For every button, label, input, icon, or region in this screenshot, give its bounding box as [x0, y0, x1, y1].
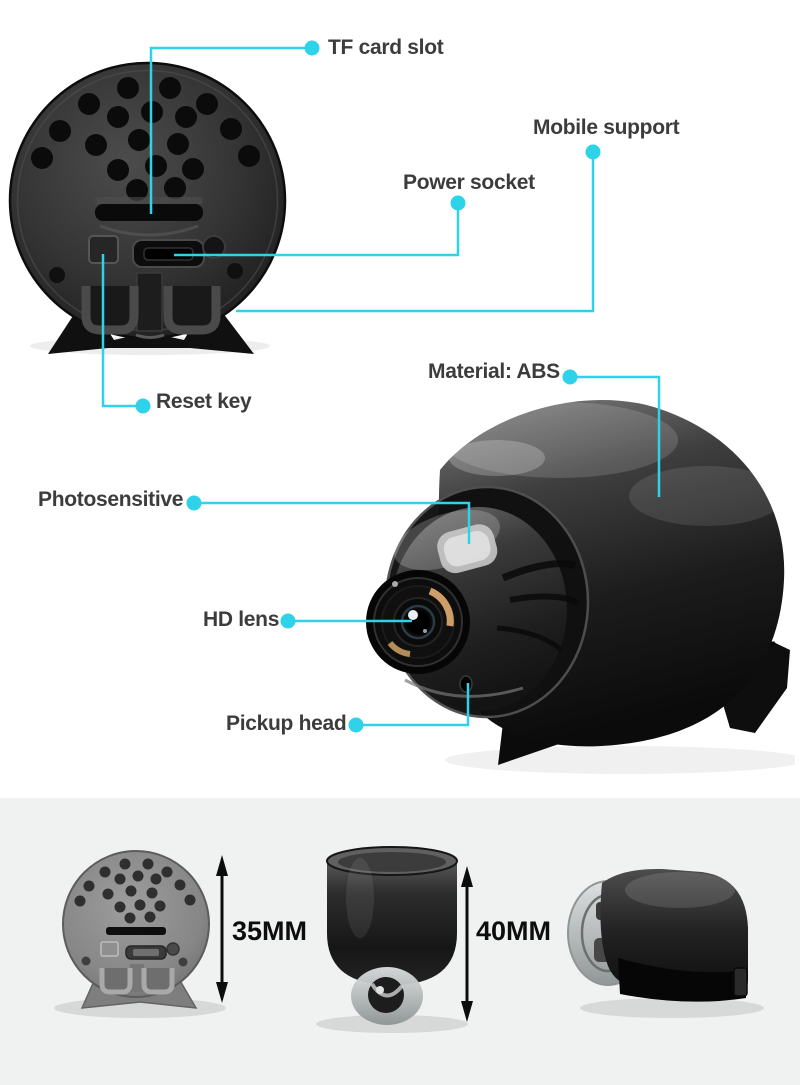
dimension-label-35mm: 35MM: [232, 916, 308, 946]
callout-label-photosensitive: Photosensitive: [38, 488, 184, 511]
dimension-label-40mm: 40MM: [476, 916, 552, 946]
callout-dot-icon: [304, 40, 320, 56]
shadow: [445, 746, 795, 774]
size-panel: [0, 798, 800, 1085]
size-view-side: [567, 868, 748, 1002]
round-port: [202, 235, 226, 259]
camera-back-view-photo: [8, 61, 287, 355]
screw-hole-right: [227, 263, 243, 279]
size-view-back: [62, 850, 210, 1009]
dimension-arrow-40mm: [461, 866, 473, 1022]
camera-main-photo: [366, 399, 795, 774]
callout-dot-icon: [450, 195, 466, 211]
callout-label-reset-key: Reset key: [156, 390, 252, 413]
callout-label-tf-card-slot: TF card slot: [328, 36, 444, 59]
callout-dot-icon: [562, 369, 578, 385]
callout-label-hd-lens: HD lens: [203, 608, 280, 631]
callout-dot-icon: [280, 613, 296, 629]
callout-dot-icon: [585, 144, 601, 160]
callout-label-power-socket: Power socket: [403, 171, 535, 194]
size-views: [54, 846, 764, 1033]
size-view-front: [326, 846, 458, 1025]
pickup-head-mic: [459, 675, 473, 693]
screw-hole-left: [49, 267, 65, 283]
callout-dot-icon: [186, 495, 202, 511]
callout-label-pickup-head: Pickup head: [226, 712, 347, 735]
inner-struts: [496, 560, 581, 652]
callout-label-material: Material: ABS: [428, 360, 560, 383]
callout-label-mobile-support: Mobile support: [533, 116, 680, 139]
hd-lens: [366, 570, 470, 674]
reset-button: [88, 235, 119, 264]
usb-power-socket: [132, 239, 205, 268]
dimension-arrow-35mm: [216, 855, 228, 1003]
callout-dot-icon: [135, 398, 151, 414]
